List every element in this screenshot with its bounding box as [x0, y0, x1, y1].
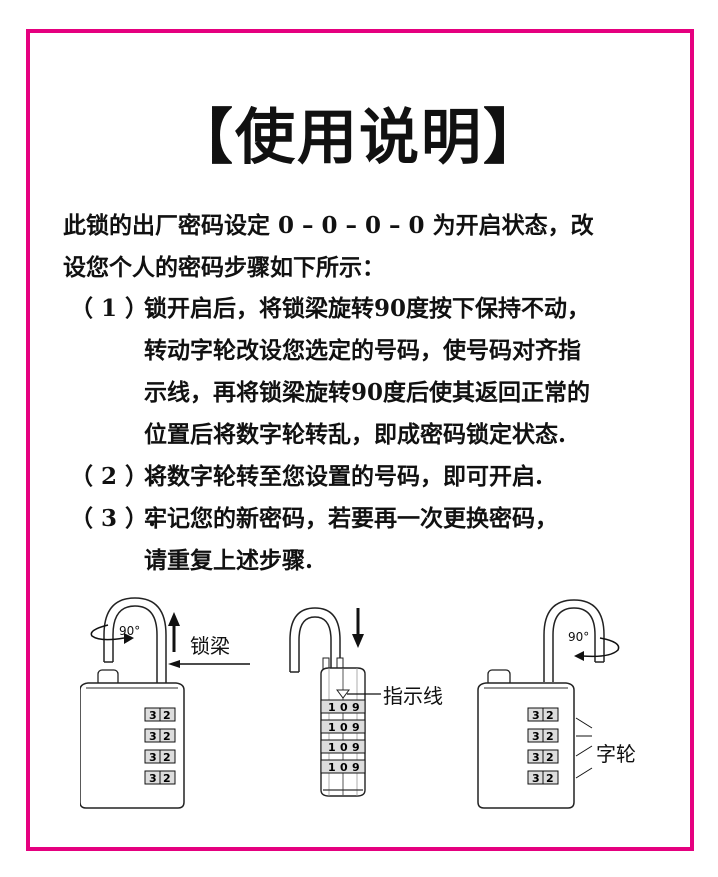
svg-text:2: 2	[546, 772, 554, 785]
step-1: （ 1 ）. 锁开启后，将锁梁旋转90度按下保持不动， 转动字轮改设您选定的号码…	[70, 288, 670, 456]
steps-list: （ 1 ）. 锁开启后，将锁梁旋转90度按下保持不动， 转动字轮改设您选定的号码…	[70, 288, 670, 582]
step-text-line: 转动字轮改设您选定的号码，使号码对齐指	[144, 337, 581, 364]
step-number: （ 3 ）.	[70, 505, 157, 532]
svg-text:0: 0	[340, 701, 348, 714]
svg-text:3: 3	[532, 709, 540, 722]
svg-text:3: 3	[149, 751, 157, 764]
svg-text:2: 2	[546, 751, 554, 764]
step-text-line: 牢记您的新密码，若要再一次更换密码，	[144, 505, 558, 532]
step-text-line: 锁开启后，将锁梁旋转90度按下保持不动，	[144, 295, 591, 322]
svg-text:3: 3	[532, 751, 540, 764]
svg-text:0: 0	[340, 721, 348, 734]
svg-text:1: 1	[328, 761, 336, 774]
svg-text:3: 3	[532, 772, 540, 785]
svg-text:3: 3	[149, 709, 157, 722]
step-text-line: 请重复上述步骤.	[144, 547, 314, 574]
intro-line-1: 此锁的出厂密码设定 0 – 0 – 0 – 0 为开启状态，改	[63, 212, 594, 239]
svg-text:9: 9	[352, 741, 360, 754]
shackle-label: 锁梁	[190, 634, 230, 658]
svg-text:1: 1	[328, 721, 336, 734]
step-text-line: 将数字轮转至您设置的号码，即可开启.	[144, 463, 544, 490]
svg-text:3: 3	[149, 772, 157, 785]
step-number: （ 2 ）.	[70, 463, 157, 490]
intro-paragraph: 此锁的出厂密码设定 0 – 0 – 0 – 0 为开启状态，改 设您个人的密码步…	[63, 205, 663, 289]
svg-text:0: 0	[340, 741, 348, 754]
svg-text:2: 2	[163, 772, 171, 785]
svg-text:0: 0	[340, 761, 348, 774]
svg-text:1: 1	[328, 701, 336, 714]
svg-text:1: 1	[328, 741, 336, 754]
svg-text:2: 2	[163, 709, 171, 722]
page-title: 【使用说明】	[173, 103, 545, 173]
step-text-line: 位置后将数字轮转乱，即成密码锁定状态.	[144, 421, 567, 448]
svg-text:2: 2	[163, 730, 171, 743]
svg-text:9: 9	[352, 701, 360, 714]
svg-text:3: 3	[149, 730, 157, 743]
step-number: （ 1 ）.	[70, 295, 157, 322]
svg-text:9: 9	[352, 721, 360, 734]
step-2: （ 2 ）. 将数字轮转至您设置的号码，即可开启.	[70, 456, 670, 498]
rotation-label-left: 90°	[119, 624, 141, 638]
step-text-line: 示线，再将锁梁旋转90度后使其返回正常的	[144, 379, 591, 406]
step-3: （ 3 ）. 牢记您的新密码，若要再一次更换密码， 请重复上述步骤.	[70, 498, 670, 582]
page-border	[26, 29, 694, 851]
svg-text:2: 2	[546, 730, 554, 743]
svg-text:9: 9	[352, 761, 360, 774]
wheel-label: 字轮	[596, 742, 636, 766]
indicator-line-label: 指示线	[383, 684, 443, 708]
svg-text:3: 3	[532, 730, 540, 743]
rotation-label-right: 90°	[568, 630, 590, 644]
svg-text:2: 2	[546, 709, 554, 722]
intro-line-2: 设您个人的密码步骤如下所示：	[63, 254, 385, 281]
svg-text:2: 2	[163, 751, 171, 764]
